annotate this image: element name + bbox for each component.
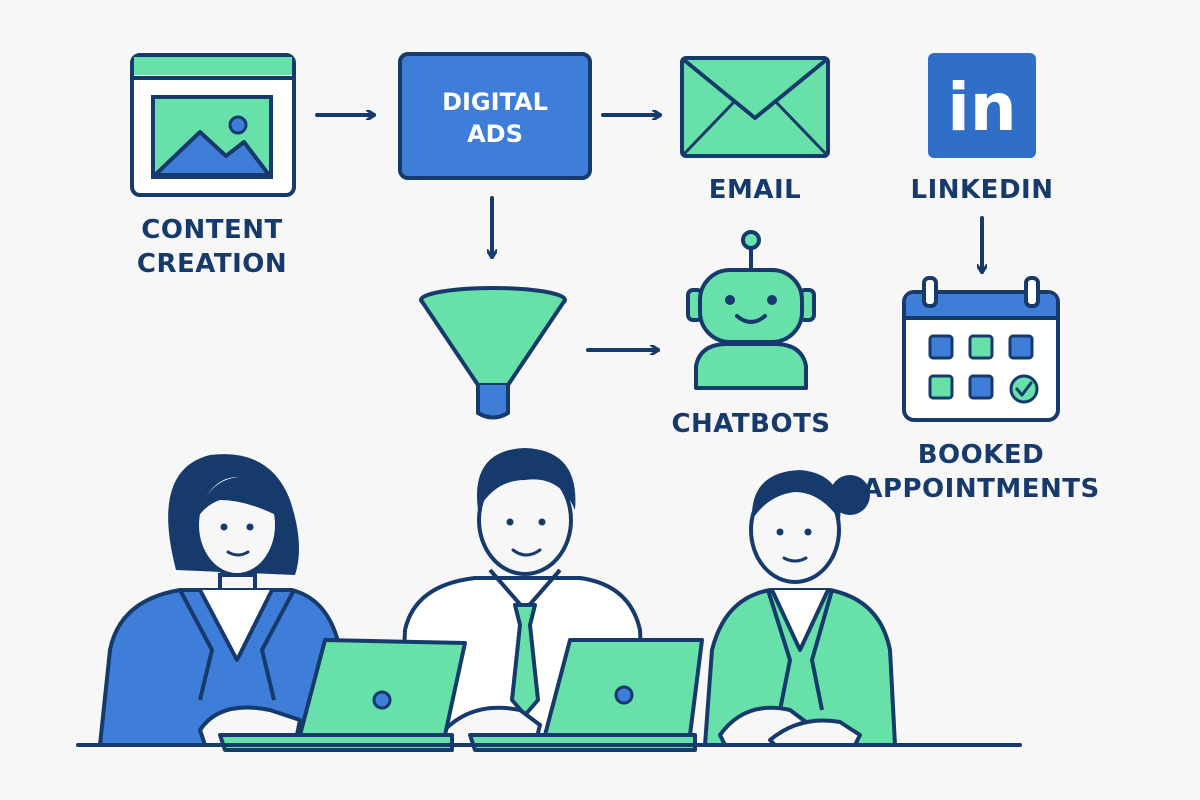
chatbots-node: CHATBOTS <box>671 230 830 439</box>
linkedin-label: LINKEDIN <box>911 175 1054 205</box>
digital-ads-node: DIGITAL ADS <box>398 52 592 180</box>
booked-appointments-label-line1: BOOKED <box>918 440 1045 470</box>
robot-icon <box>686 230 816 390</box>
linkedin-logo-icon: in <box>928 53 1036 158</box>
person-woman-blue-jacket <box>98 454 342 747</box>
calendar-icon <box>902 276 1060 422</box>
digital-ads-label-line2: ADS <box>467 120 523 148</box>
content-creation-label-line1: CONTENT <box>141 215 282 245</box>
booked-appointments-node: BOOKED APPOINTMENTS <box>862 276 1099 504</box>
content-creation-node: CONTENT CREATION <box>130 53 296 279</box>
chatbots-label: CHATBOTS <box>671 409 830 439</box>
content-creation-label-line2: CREATION <box>137 249 287 279</box>
digital-ads-label-line1: DIGITAL <box>442 88 548 116</box>
person-woman-green-jacket <box>703 470 897 747</box>
linkedin-node: in LINKEDIN <box>911 53 1054 205</box>
image-window-icon <box>130 53 296 197</box>
email-node: EMAIL <box>680 56 830 205</box>
envelope-icon <box>680 56 830 158</box>
linkedin-logo-text: in <box>947 69 1017 146</box>
booked-appointments-label-line2: APPOINTMENTS <box>862 474 1099 504</box>
email-label: EMAIL <box>709 175 802 205</box>
funnel-icon <box>419 286 567 420</box>
